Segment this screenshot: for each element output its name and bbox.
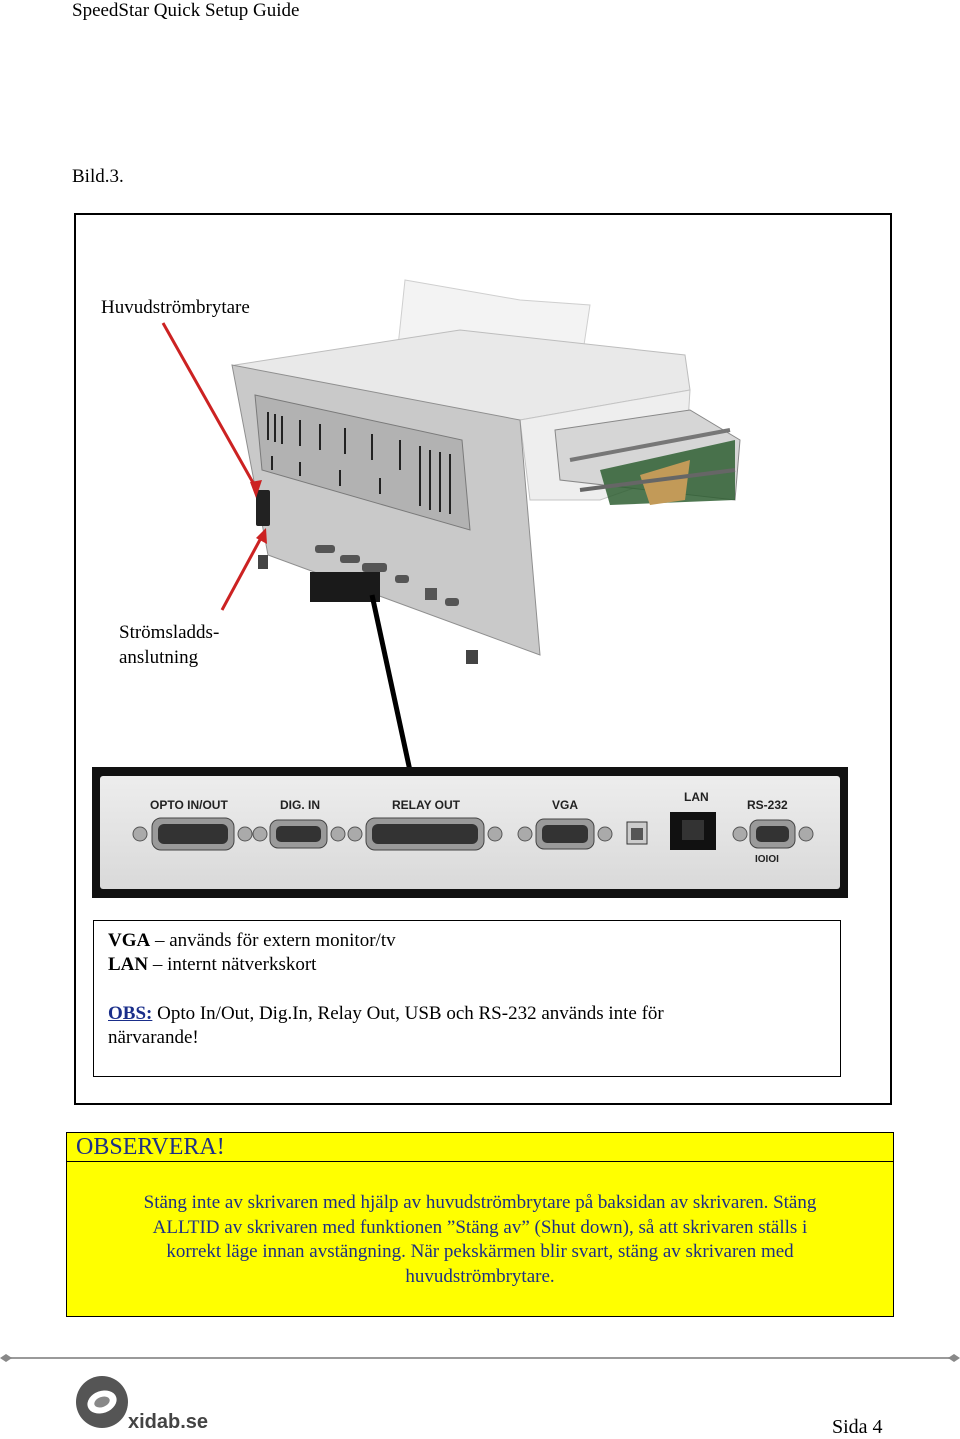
vga-connector [517,818,613,850]
warning-title: OBSERVERA! [76,1134,225,1160]
label-power-line1: Strömsladds- [119,622,220,643]
note-lan: LAN – internt nätverkskort [108,953,316,977]
warning-line-3: korrekt läge innan avstängning. När peks… [166,1241,794,1262]
logo-text: xidab.se [128,1411,208,1432]
warning-line-4: huvudströmbrytare. [405,1265,555,1287]
note-lan-text: – internt nätverkskort [148,954,317,975]
label-power-line2: anslutning [119,647,199,668]
panel-label-dig: DIG. IN [280,798,321,812]
label-main-switch: Huvudströmbrytare [101,297,250,318]
panel-connectors [132,812,814,851]
panel-label-vga: VGA [552,798,579,812]
panel-label-relay: RELAY OUT [392,798,461,812]
panel-label-lan: LAN [684,790,709,804]
dig-connector [252,819,346,849]
note-obs-text-1: Opto In/Out, Dig.In, Relay Out, USB och … [152,1003,664,1024]
relay-connector [347,817,503,851]
panel-label-ioioi: IOIOI [755,854,779,865]
printer-photo [161,279,741,781]
note-vga: VGA – används för extern monitor/tv [108,929,396,953]
usb-connector [626,821,648,845]
warning-line-1: Stäng inte av skrivaren med hjälp av huv… [143,1192,817,1213]
note-obs-line2: närvarande! [108,1027,199,1048]
opto-connector [132,817,253,851]
warning-line-2: ALLTID av skrivaren med funktionen ”Stän… [152,1216,808,1238]
note-lan-keyword: LAN [108,954,149,975]
note-obs: OBS: Opto In/Out, Dig.In, Relay Out, USB… [108,1002,664,1026]
note-vga-keyword: VGA [108,930,151,951]
footer-divider [0,1354,960,1362]
connector-panel-photo: OPTO IN/OUT DIG. IN RELAY OUT VGA LAN RS… [92,767,848,898]
warning-header: OBSERVERA! [67,1133,893,1162]
page-number: Sida 4 [832,1416,883,1438]
label-power-connector: Strömsladds- anslutning [119,620,219,670]
warning-body: Stäng inte av skrivaren med hjälp av huv… [87,1191,873,1289]
panel-label-opto: OPTO IN/OUT [150,798,228,812]
note-obs-keyword: OBS: [108,1003,153,1024]
warning-box: OBSERVERA! Stäng inte av skrivaren med h… [66,1132,894,1317]
figure-caption: Bild.3. [72,166,124,187]
notes-box: VGA – används för extern monitor/tv LAN … [93,920,841,1077]
rs232-connector [732,819,814,849]
figure-frame [74,213,892,1105]
panel-label-rs232: RS-232 [747,798,788,812]
note-vga-text: – används för extern monitor/tv [150,930,396,951]
lan-connector [670,812,716,850]
xidab-logo: xidab.se [76,1376,208,1432]
page-header-title: SpeedStar Quick Setup Guide [72,0,300,21]
